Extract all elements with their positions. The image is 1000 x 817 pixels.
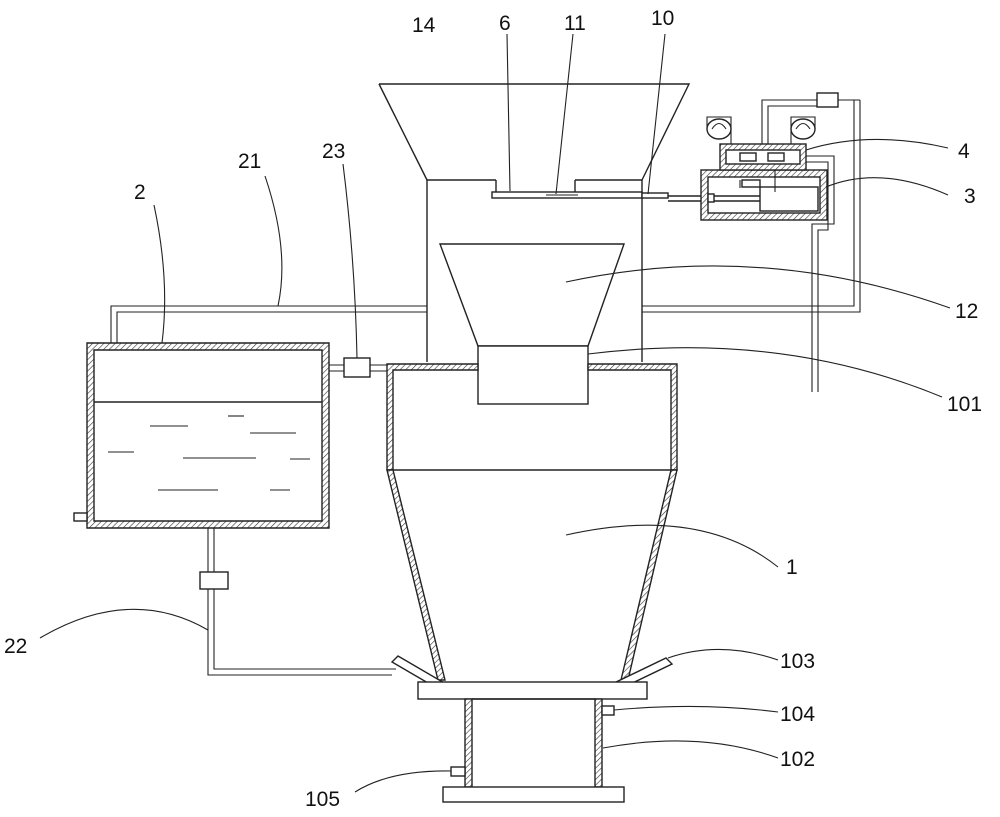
flange-plate: [417, 681, 648, 700]
callout-11: 11: [564, 12, 586, 35]
pipe-21: [110, 100, 861, 343]
callout-6: 6: [499, 12, 511, 35]
central-housing: [426, 179, 643, 362]
control-valve: [706, 92, 860, 392]
leader-lines: [39, 33, 951, 793]
callout-12: 12: [955, 300, 978, 323]
callout-10: 10: [651, 7, 674, 30]
callout-21: 21: [238, 150, 261, 173]
callout-1: 1: [786, 556, 798, 579]
pipe-23: [329, 357, 387, 378]
callout-4: 4: [958, 140, 970, 163]
callout-101: 101: [947, 393, 982, 416]
neck-collar: [477, 345, 589, 405]
callout-23: 23: [322, 140, 345, 163]
inner-funnel: [438, 243, 625, 347]
main-vessel: [386, 363, 678, 681]
actuator-cylinder: [700, 165, 828, 221]
outlet-pipe: [442, 698, 625, 803]
water-tank: [73, 342, 330, 529]
callout-14: 14: [412, 14, 436, 37]
callout-labels: 14 6 11 10 21 23 2 4 3 12 101 1 22 103 1…: [4, 7, 982, 811]
top-hopper: [378, 83, 691, 181]
callout-104: 104: [780, 703, 815, 726]
callout-103: 103: [780, 650, 815, 673]
callout-102: 102: [780, 748, 815, 771]
pipe-22: [199, 528, 396, 676]
callout-105: 105: [305, 788, 340, 811]
callout-22: 22: [4, 635, 27, 658]
slide-plate: [491, 180, 712, 202]
callout-2: 2: [134, 181, 146, 204]
callout-3: 3: [964, 185, 976, 208]
